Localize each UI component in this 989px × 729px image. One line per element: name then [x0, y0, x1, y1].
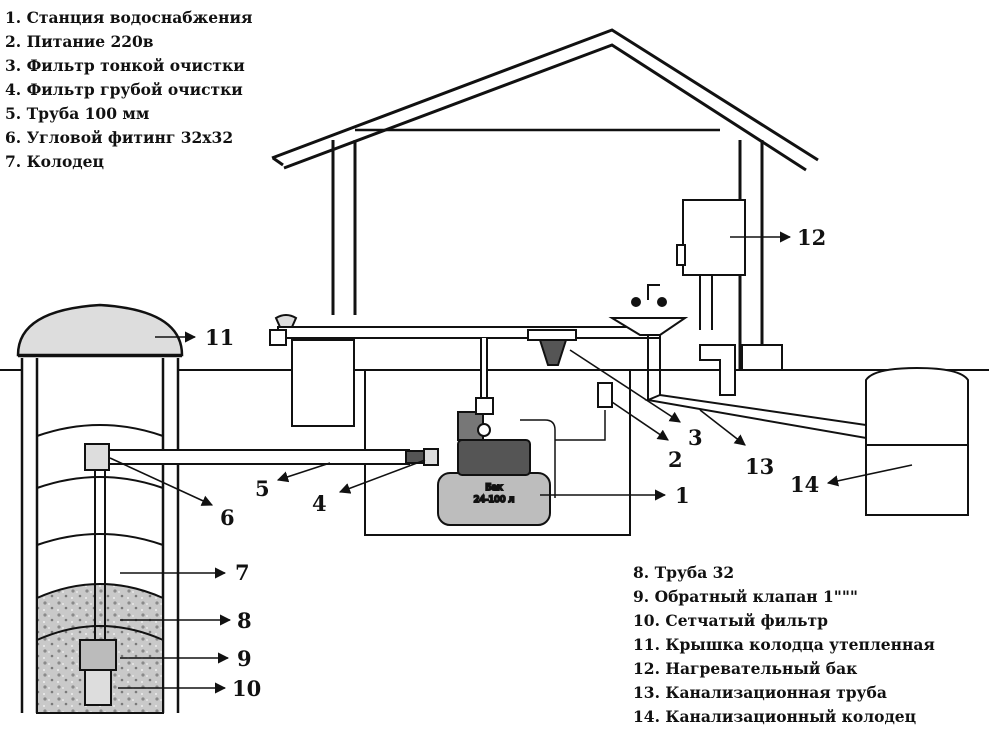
legend-bottom: 8. Труба 32 9. Обратный клапан 1""" 10. … — [633, 561, 935, 729]
callout-6: 6 — [220, 505, 235, 530]
legend-item: 5. Труба 100 мм — [5, 104, 150, 123]
legend-item: 13. Канализационная труба — [633, 683, 887, 702]
pump-station: Бак 24-100 л — [437, 338, 613, 526]
fine-filter — [527, 329, 577, 366]
callout-14: 14 — [790, 472, 819, 497]
house — [271, 28, 819, 370]
legend-item: 12. Нагревательный бак — [633, 659, 858, 678]
callout-12: 12 — [797, 225, 826, 250]
legend-item: 9. Обратный клапан 1""" — [633, 587, 858, 606]
pipe-100mm — [108, 448, 439, 466]
callout-1: 1 — [675, 483, 690, 508]
legend-item: 14. Канализационный колодец — [633, 707, 917, 726]
legend-item: 4. Фильтр грубой очистки — [5, 80, 243, 99]
suction-pipe — [79, 443, 117, 706]
callout-numbers: 1 2 3 4 5 6 7 8 9 10 11 12 13 14 — [205, 225, 826, 701]
sewer-pipe — [644, 344, 902, 445]
left-cabinet — [291, 339, 355, 427]
legend-item: 3. Фильтр тонкой очистки — [5, 56, 245, 75]
callout-3: 3 — [688, 425, 703, 450]
callout-5: 5 — [255, 476, 270, 501]
tank-volume: 24-100 л — [474, 495, 515, 505]
callout-7: 7 — [235, 560, 250, 585]
callout-10: 10 — [232, 676, 261, 701]
callout-8: 8 — [237, 608, 252, 633]
callout-leaders — [109, 231, 913, 694]
callout-4: 4 — [312, 491, 327, 516]
sink — [608, 284, 689, 400]
legend-item: 7. Колодец — [5, 152, 104, 171]
heater-tank — [676, 199, 746, 330]
callout-2: 2 — [668, 447, 683, 472]
legend-item: 11. Крышка колодца утепленная — [633, 635, 935, 654]
legend-item: 6. Угловой фитинг 32х32 — [5, 128, 234, 147]
legend-item: 1. Станция водоснабжения — [5, 8, 253, 27]
callout-11: 11 — [205, 325, 234, 350]
sewer-well — [865, 366, 969, 516]
legend-top: 1. Станция водоснабжения 2. Питание 220в… — [5, 6, 252, 174]
legend-item: 10. Сетчатый фильтр — [633, 611, 828, 630]
callout-13: 13 — [745, 454, 774, 479]
callout-9: 9 — [237, 646, 252, 671]
legend-item: 8. Труба 32 — [633, 563, 735, 582]
legend-item: 2. Питание 220в — [5, 32, 154, 51]
tank-label: Бак — [485, 483, 503, 493]
